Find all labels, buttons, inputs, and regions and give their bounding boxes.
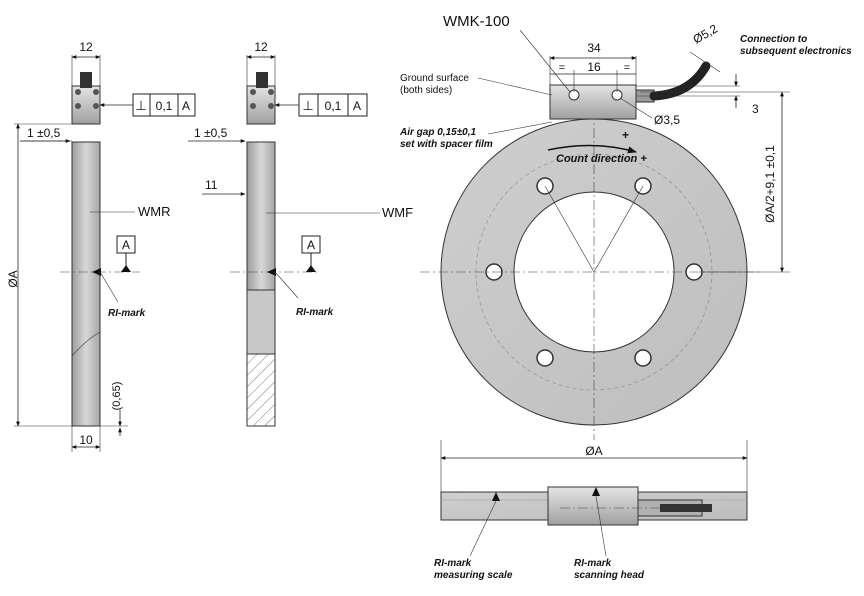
mounting-holes [485, 177, 703, 367]
wmk-label: WMK-100 [443, 13, 510, 30]
wmr-gap-tolerance: 1 ±0,5 [27, 126, 61, 140]
wmr-label: WMR [138, 204, 171, 219]
wmr-screw-top [75, 89, 81, 95]
air-gap-label: Air gap 0,15±0,1 [399, 127, 477, 138]
wmf-ri-mark-label: RI-mark [296, 307, 334, 318]
wmr-datum-label: A [122, 238, 130, 252]
count-direction-label: Count direction + [556, 153, 647, 165]
wmf-gap-tolerance: 1 ±0,5 [194, 126, 228, 140]
wmr-tolerance-frame: ⊥ 0,1 A [132, 93, 196, 117]
svg-text:⊥: ⊥ [302, 98, 313, 113]
wmf-width-label: 12 [254, 40, 268, 54]
svg-text:subsequent electronics: subsequent electronics [740, 46, 852, 57]
hole-diameter-label: Ø3,5 [654, 113, 680, 127]
scanning-head [549, 84, 637, 120]
plus-sign: + [622, 128, 629, 142]
radius-dimension-label: ØA/2+9,1 ±0,1 [763, 145, 777, 223]
ri-mark-scale-label: RI-mark [434, 558, 472, 569]
wmr-ri-mark-label: RI-mark [108, 308, 146, 319]
wmf-label: WMF [382, 205, 413, 220]
wmr-diameter-label: ØA [6, 270, 20, 287]
svg-text:scanning head: scanning head [574, 570, 645, 581]
hole-spacing-label: 16 [587, 60, 601, 74]
svg-text:A: A [182, 99, 190, 113]
svg-text:measuring scale: measuring scale [434, 570, 513, 581]
bottom-diameter-label: ØA [585, 444, 602, 458]
front-view: + Count direction + WMK-100 34 16 = = Gr… [399, 13, 852, 440]
wmf-section-hatch [246, 353, 276, 427]
head-side-profile [547, 486, 639, 526]
cable [649, 61, 711, 101]
svg-text:(both sides): (both sides) [400, 85, 452, 96]
wmr-side-view: 12 ⊥ 0,1 A 1 ±0,5 ØA WMR A RI-m [6, 40, 196, 452]
ri-mark-head-label: RI-mark [574, 558, 612, 569]
wmf-cable-stub [256, 72, 268, 88]
cable-diameter-label: Ø5,2 [691, 21, 721, 46]
svg-text:⊥: ⊥ [135, 98, 146, 113]
ground-surface-label: Ground surface [400, 73, 469, 84]
wmf-datum-label: A [307, 238, 315, 252]
wmr-bottom-width-label: 10 [79, 433, 93, 447]
head-width-label: 34 [587, 41, 601, 55]
wmr-width-label: 12 [79, 40, 93, 54]
wmr-screw-bottom [75, 103, 81, 109]
svg-text:0,1: 0,1 [156, 99, 173, 113]
svg-text:=: = [559, 62, 565, 74]
offset-3-label: 3 [752, 102, 759, 116]
svg-text:0,1: 0,1 [325, 99, 342, 113]
wmf-side-view: 12 ⊥ 0,1 A 1 ±0,5 11 WMF A RI-mark [188, 40, 413, 427]
connection-label: Connection to [740, 34, 807, 45]
svg-text:=: = [624, 62, 630, 74]
svg-text:set with spacer film: set with spacer film [400, 139, 493, 150]
wmr-cable-stub [80, 72, 92, 88]
wmr-offset-label: (0,65) [111, 382, 123, 411]
wmf-tolerance-frame: ⊥ 0,1 A [298, 93, 368, 117]
wmr-scale-bar [71, 141, 101, 427]
bottom-view: ØA RI-mark measuring scale RI-mark scann… [434, 440, 748, 581]
wmf-dim-11: 11 [205, 178, 218, 192]
svg-text:A: A [353, 99, 361, 113]
